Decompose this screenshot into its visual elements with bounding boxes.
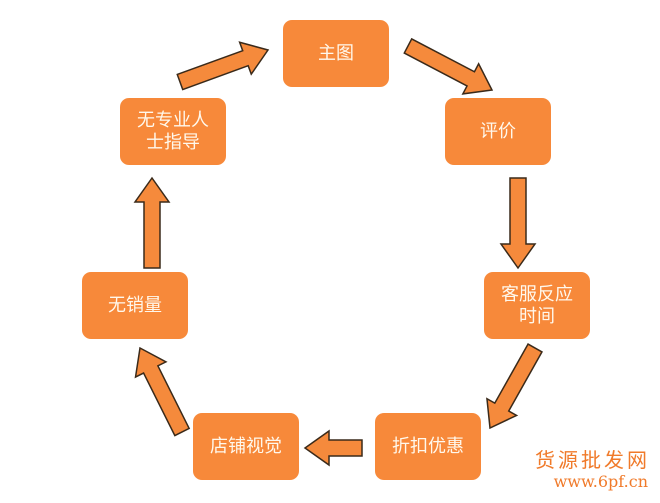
node-no-sales: 无销量	[82, 272, 188, 339]
node-discount: 折扣优惠	[375, 413, 481, 480]
watermark-url: www.6pf.cn	[553, 472, 648, 491]
arrow-discount-to-store-visual	[303, 429, 363, 467]
node-no-guidance: 无专业人士指导	[120, 98, 226, 165]
node-service-response: 客服反应时间	[484, 272, 590, 339]
watermark-name: 货源批发网	[535, 448, 650, 472]
arrow-no-sales-to-no-guidance	[133, 176, 171, 269]
arrow-no-guidance-to-main-image	[176, 41, 270, 91]
arrow-service-response-to-discount	[486, 343, 543, 430]
node-store-visual: 店铺视觉	[193, 413, 299, 480]
arrow-main-image-to-reviews	[403, 37, 494, 95]
node-reviews: 评价	[445, 98, 551, 165]
node-main-image: 主图	[283, 20, 389, 87]
arrow-reviews-to-service-response	[499, 177, 537, 270]
arrow-store-visual-to-no-sales	[134, 346, 191, 437]
